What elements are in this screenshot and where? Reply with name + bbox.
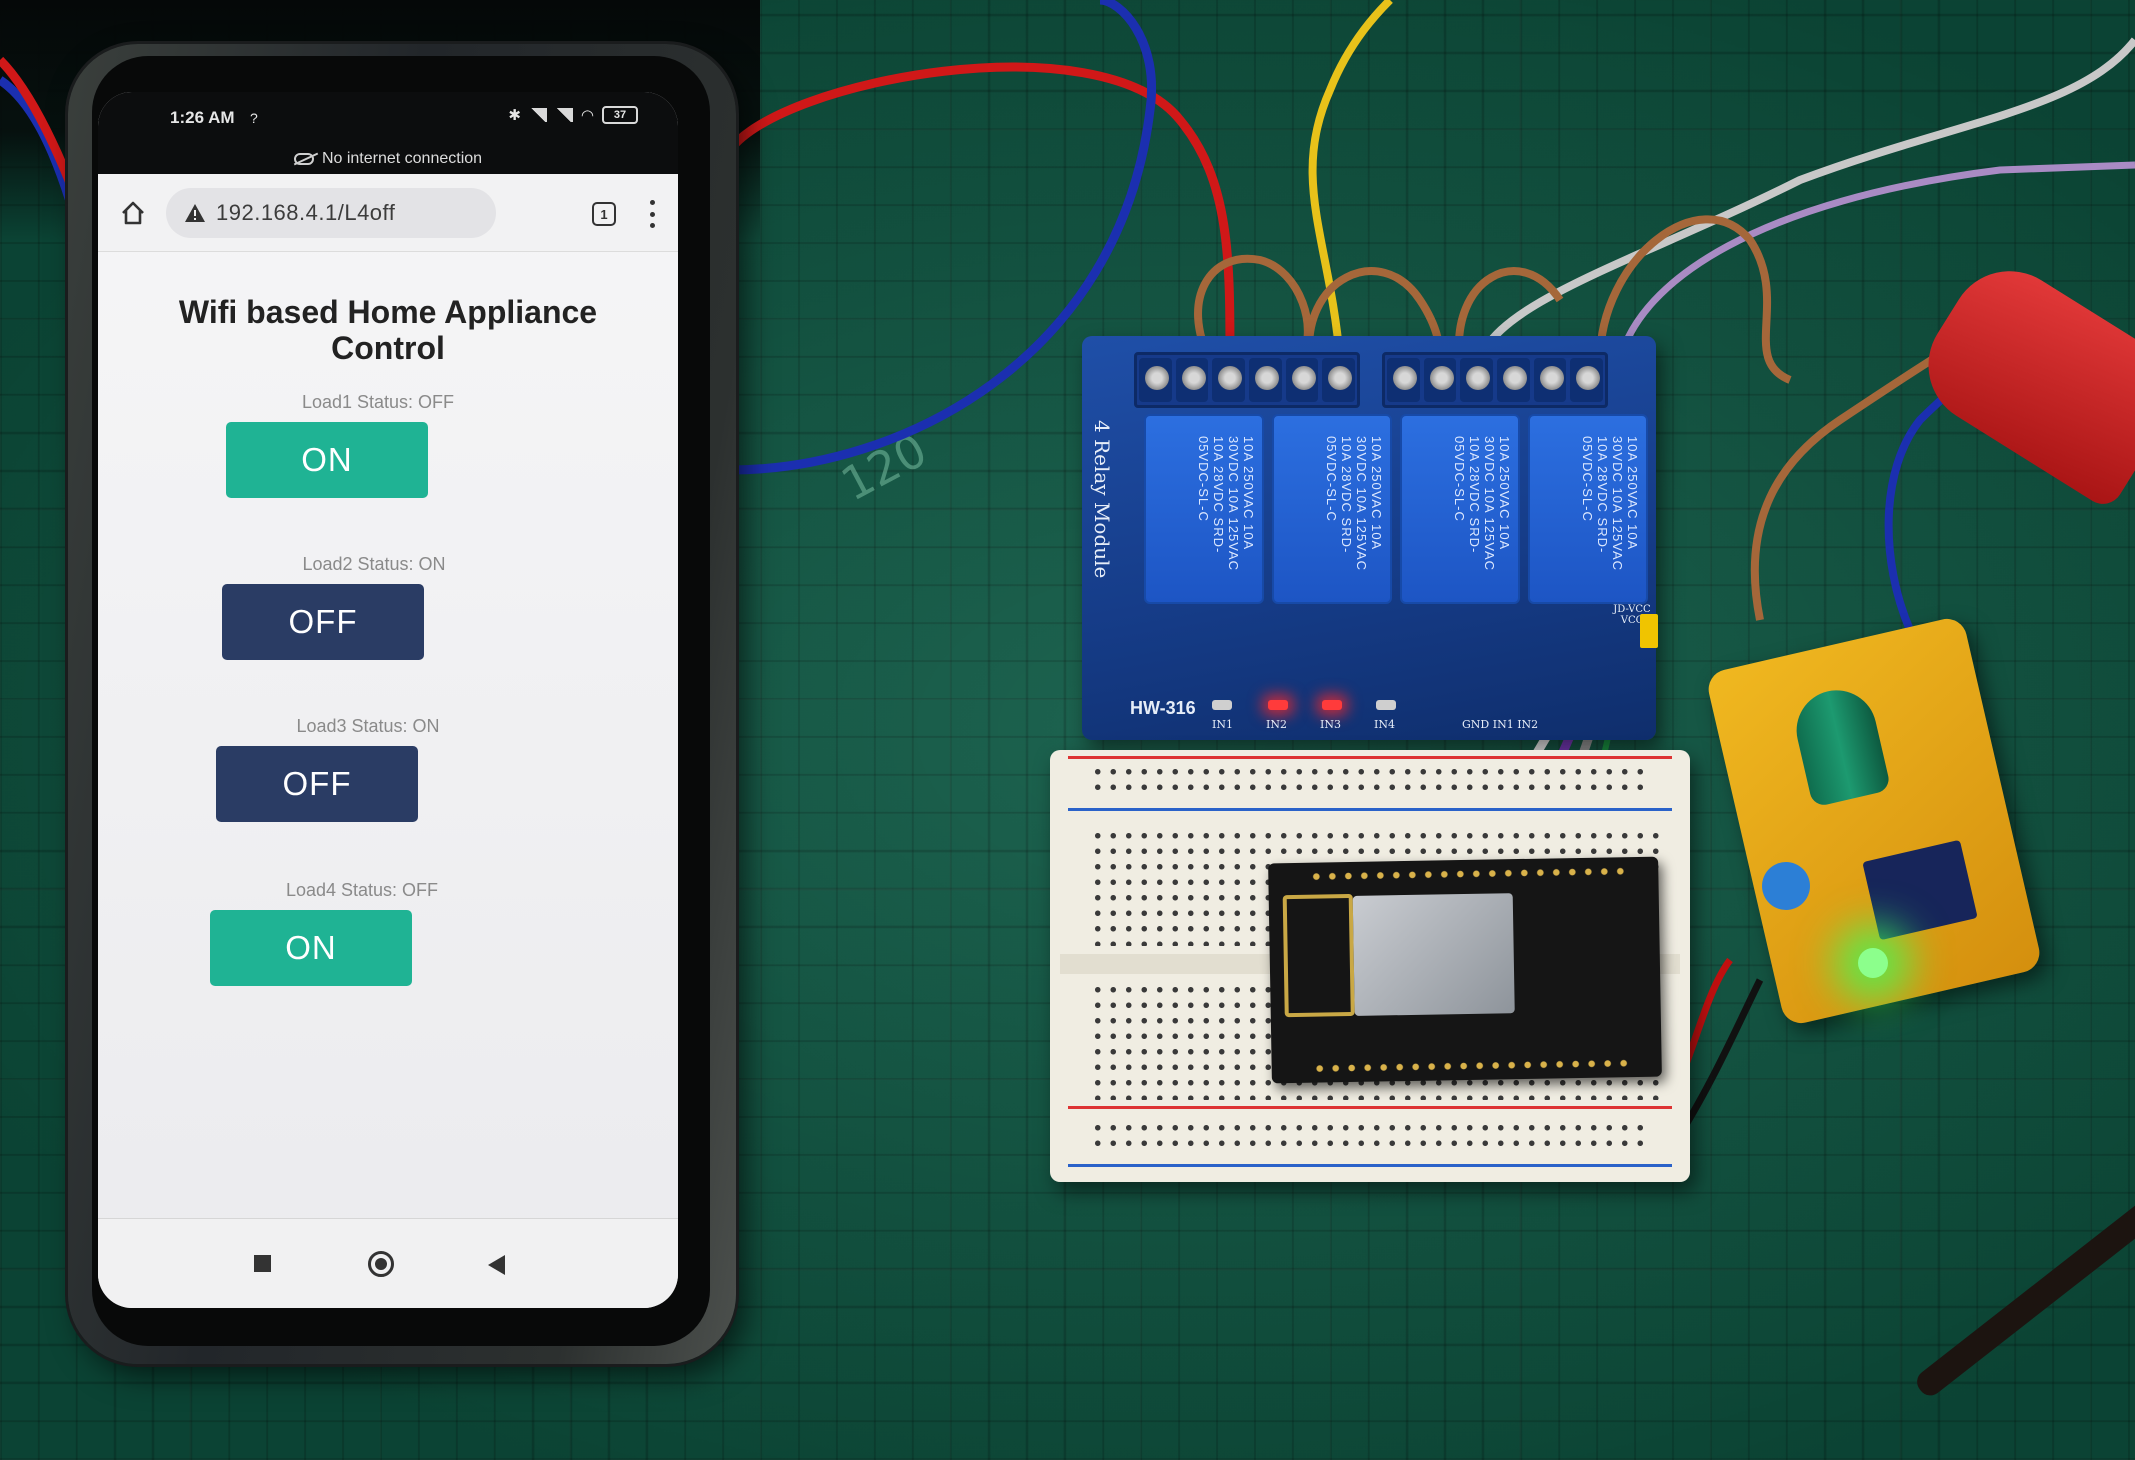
home-button-icon[interactable] xyxy=(368,1251,394,1277)
load3-status: Load3 Status: ON xyxy=(296,716,440,736)
signal-icon-2 xyxy=(554,108,573,122)
pcb-antenna xyxy=(1282,893,1355,1018)
tabs-icon[interactable]: 1 xyxy=(592,202,616,226)
alligator-clip xyxy=(1905,248,2135,512)
soldering-iron xyxy=(1912,1145,2135,1401)
load3-toggle-button[interactable]: OFF xyxy=(216,746,418,822)
wifi-icon: ◠ xyxy=(580,107,594,124)
relay-1: 10A 250VAC 10A 30VDC 10A 125VAC 10A 28VD… xyxy=(1144,414,1264,604)
relay-4: 10A 250VAC 10A 30VDC 10A 125VAC 10A 28VD… xyxy=(1528,414,1648,604)
relay-terminal-block-2 xyxy=(1382,352,1608,408)
relay-module: 10A 250VAC 10A 30VDC 10A 125VAC 10A 28VD… xyxy=(1082,336,1656,740)
load4-status: Load4 Status: OFF xyxy=(285,880,439,900)
wifi-module-shield xyxy=(1352,893,1515,1016)
relay-led-1 xyxy=(1212,700,1232,710)
relay-3: 10A 250VAC 10A 30VDC 10A 125VAC 10A 28VD… xyxy=(1400,414,1520,604)
home-icon[interactable] xyxy=(120,200,146,226)
relay-input-label-4: IN4 xyxy=(1374,718,1395,731)
signal-icon-1 xyxy=(528,108,547,122)
wifi-microcontroller xyxy=(1268,856,1662,1084)
url-text: 192.168.4.1/L4off xyxy=(216,200,396,225)
browser-toolbar: 192.168.4.1/L4off 1 xyxy=(98,174,678,252)
ceramic-capacitor xyxy=(1762,862,1810,910)
relay-2: 10A 250VAC 10A 30VDC 10A 125VAC 10A 28VD… xyxy=(1272,414,1392,604)
android-navbar xyxy=(98,1218,678,1308)
status-time: 1:26 AM xyxy=(170,108,235,127)
load2-toggle-button[interactable]: OFF xyxy=(222,584,424,660)
relay-led-4 xyxy=(1376,700,1396,710)
wire-red xyxy=(726,62,1235,361)
status-bar: 1:26 AM ? ✱ ◠ 37 xyxy=(98,92,678,144)
warning-icon xyxy=(185,204,205,222)
relay-led-3 xyxy=(1322,700,1342,710)
relay-jumper-label: JD-VCC VCC xyxy=(1613,604,1651,626)
relay-header-label: GND IN1 IN2 xyxy=(1462,718,1539,731)
cutting-mat-number: 120 xyxy=(832,422,936,512)
no-connection-icon xyxy=(293,153,314,165)
back-icon[interactable] xyxy=(488,1255,505,1275)
page-title: Wifi based Home Appliance Control xyxy=(178,294,598,366)
more-menu-icon[interactable] xyxy=(650,200,656,228)
relay-input-label-1: IN1 xyxy=(1212,718,1233,731)
address-bar[interactable]: 192.168.4.1/L4off xyxy=(166,188,496,238)
relay-input-label-3: IN3 xyxy=(1320,718,1341,731)
load1-toggle-button[interactable]: ON xyxy=(226,422,428,498)
relay-jumper xyxy=(1640,614,1658,648)
relay-terminal-block-1 xyxy=(1134,352,1360,408)
power-led xyxy=(1858,948,1888,978)
system-icons: ✱ ◠ 37 xyxy=(508,106,638,124)
network-banner: No internet connection xyxy=(98,144,678,174)
load1-status: Load1 Status: OFF xyxy=(301,392,455,412)
load4-toggle-button[interactable]: ON xyxy=(210,910,412,986)
recents-icon[interactable] xyxy=(254,1255,271,1272)
bluetooth-icon: ✱ xyxy=(508,107,521,124)
relay-led-2 xyxy=(1268,700,1288,710)
network-banner-text: No internet connection xyxy=(321,150,483,167)
relay-module-name: 4 Relay Module xyxy=(1090,420,1114,579)
wire-yellow xyxy=(1308,0,1393,361)
relay-module-model: HW-316 xyxy=(1130,698,1196,718)
battery-icon: 37 xyxy=(602,106,638,124)
relay-input-label-2: IN2 xyxy=(1266,718,1287,731)
phone-screen: 1:26 AM ? ✱ ◠ 37 No internet connection … xyxy=(98,92,678,1308)
status-indicator: ? xyxy=(250,110,258,126)
load2-status: Load2 Status: ON xyxy=(302,554,446,574)
